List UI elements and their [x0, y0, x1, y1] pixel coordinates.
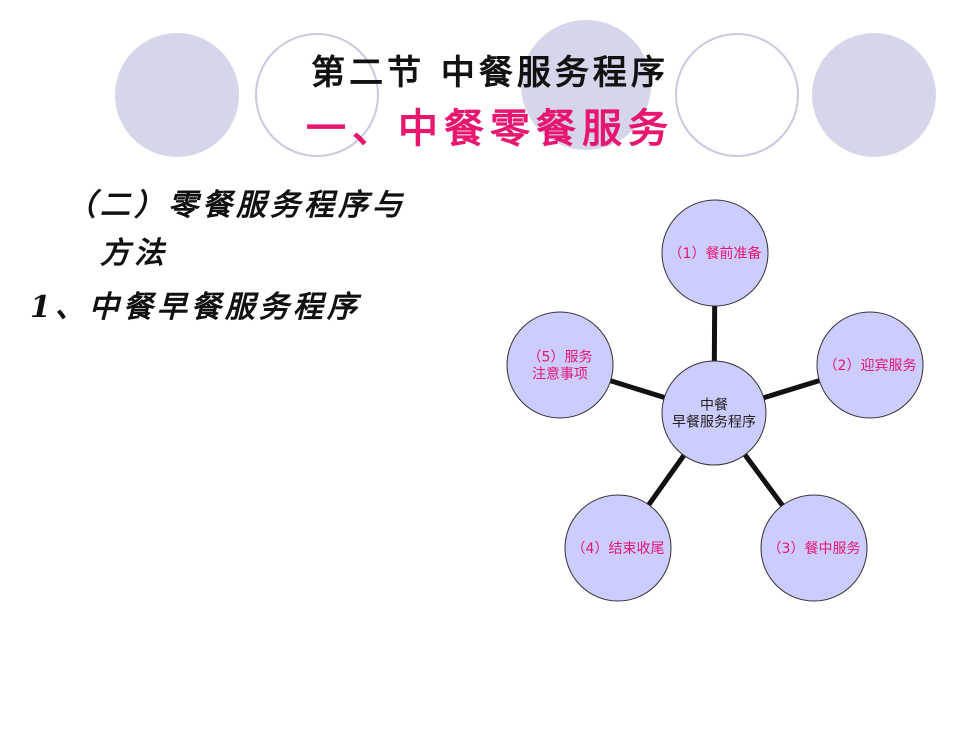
connector-line-5 — [609, 378, 666, 400]
step-node-5 — [506, 311, 614, 419]
step-node-1 — [661, 199, 769, 307]
connector-line-4 — [646, 453, 686, 507]
center-node — [661, 360, 767, 466]
connector-line-2 — [762, 378, 821, 401]
decorative-ring-left — [255, 33, 379, 157]
center-node-label: 中餐 — [700, 398, 728, 414]
subsection-heading-line1: （二）零餐服务程序与 — [66, 188, 406, 223]
decorative-ring-right — [675, 33, 799, 157]
step-node-4 — [564, 494, 672, 602]
step-node-label: （2）迎宾服务 — [824, 358, 917, 374]
subsection-heading-line2: 方法 — [100, 236, 168, 271]
decorative-circle-left — [115, 33, 239, 157]
step-node-3 — [760, 494, 868, 602]
section-title: 第二节 中餐服务程序 — [311, 53, 669, 93]
step-node-label: （1）餐前准备 — [669, 245, 762, 262]
step-node-label: （5）服务 — [528, 350, 593, 366]
item-heading: 1、中餐早餐服务程序 — [30, 290, 361, 325]
step-node-label: 注意事项 — [532, 366, 588, 383]
slide-subtitle: 一、中餐零餐服务 — [306, 105, 674, 152]
step-node-label: （3）餐中服务 — [768, 541, 861, 557]
connector-line-3 — [742, 453, 785, 507]
step-node-2 — [816, 311, 924, 419]
decorative-circle-center — [521, 20, 651, 150]
decorative-circle-right — [812, 33, 936, 157]
center-node-label: 早餐服务程序 — [672, 415, 756, 431]
step-node-label: （4）结束收尾 — [572, 541, 665, 557]
